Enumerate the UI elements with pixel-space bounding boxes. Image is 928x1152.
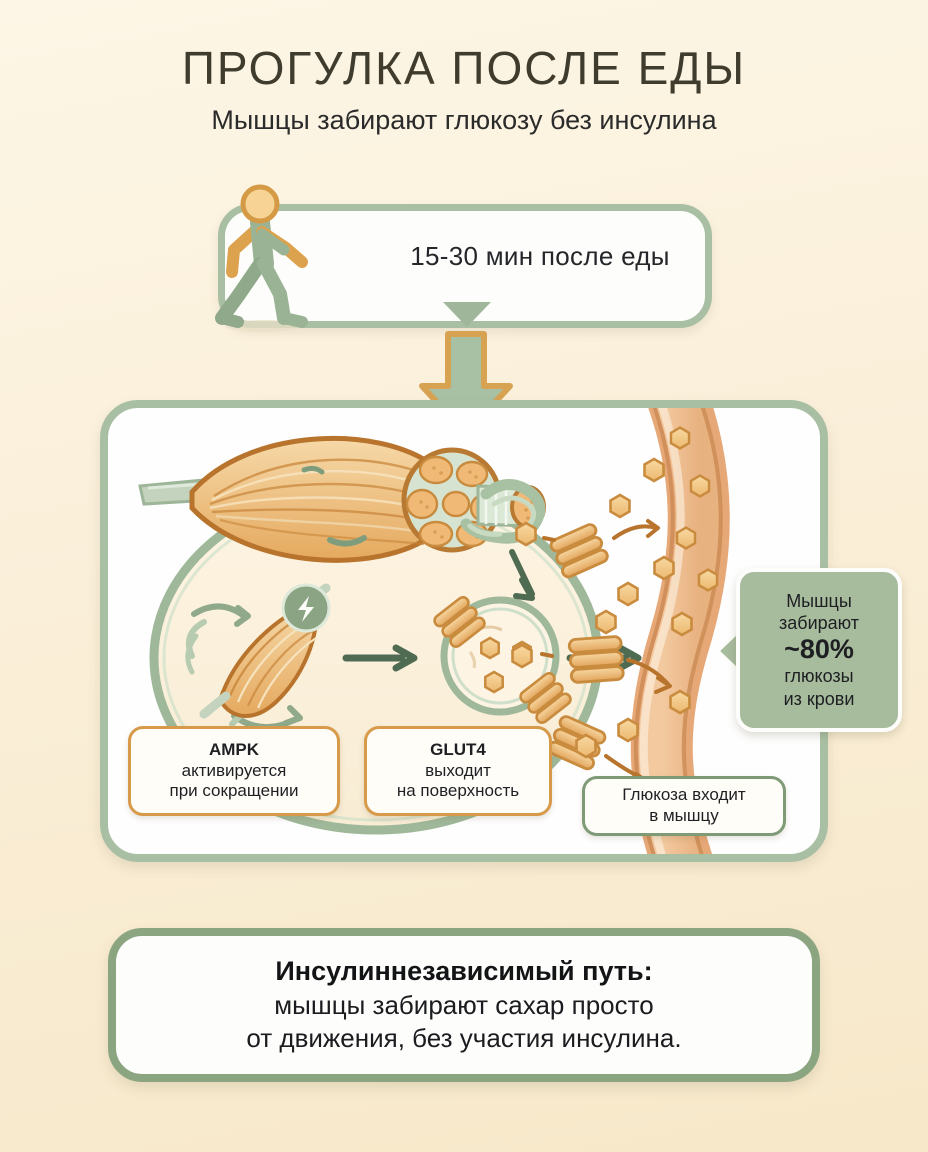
- glucose-hexagons-interstitial: [511, 457, 693, 807]
- label-glucose-line1: Глюкоза входит: [622, 785, 746, 805]
- conclusion-panel: Инсулиннезависимый путь: мышцы забирают …: [108, 928, 820, 1082]
- label-ampk-line3: при сокращении: [169, 781, 299, 801]
- label-glucose-entry: Глюкоза входит в мышцу: [582, 776, 786, 836]
- conclusion-line2: мышцы забирают сахар просто: [274, 990, 654, 1020]
- label-glucose-line2: в мышцу: [649, 806, 719, 825]
- header: ПРОГУЛКА ПОСЛЕ ЕДЫ Мышцы забирают глюкоз…: [0, 0, 928, 136]
- badge-percent: ~80%: [784, 634, 854, 665]
- label-glut4: GLUT4 выходит на поверхность: [364, 726, 552, 816]
- page-title: ПРОГУЛКА ПОСЛЕ ЕДЫ: [181, 42, 747, 94]
- muscle-fiber-bundle: [138, 435, 546, 563]
- badge-line3: глюкозы: [784, 665, 854, 686]
- badge-line1: Мышцы: [786, 590, 852, 611]
- label-ampk: AMPK активируется при сокращении: [128, 726, 340, 816]
- flow-arrow-1-icon: [342, 644, 418, 672]
- membrane-glut4-transporters: [547, 523, 625, 771]
- label-ampk-title: AMPK: [208, 739, 260, 759]
- walking-person-icon: [215, 184, 308, 332]
- glucose-uptake-badge: Мышцы забирают ~80% глюкозы из крови: [736, 568, 902, 732]
- badge-line4: из крови: [783, 688, 855, 709]
- walk-timing-text: 15-30 мин после еды: [410, 241, 670, 271]
- page-subtitle: Мышцы забирают глюкозу без инсулина: [211, 104, 717, 135]
- label-glut4-title: GLUT4: [430, 739, 486, 759]
- label-glut4-line3: на поверхность: [396, 781, 520, 801]
- chevron-down-icon: [443, 302, 491, 327]
- conclusion-line1: Инсулиннезависимый путь:: [275, 956, 653, 987]
- label-glut4-line2: выходит: [425, 760, 491, 780]
- badge-line2: забирают: [779, 613, 859, 634]
- label-ampk-line2: активируется: [181, 760, 287, 780]
- conclusion-line3: от движения, без участия инсулина.: [246, 1023, 682, 1054]
- contracting-muscle-icon: [185, 583, 331, 731]
- mitochondrion-icon: [460, 479, 546, 601]
